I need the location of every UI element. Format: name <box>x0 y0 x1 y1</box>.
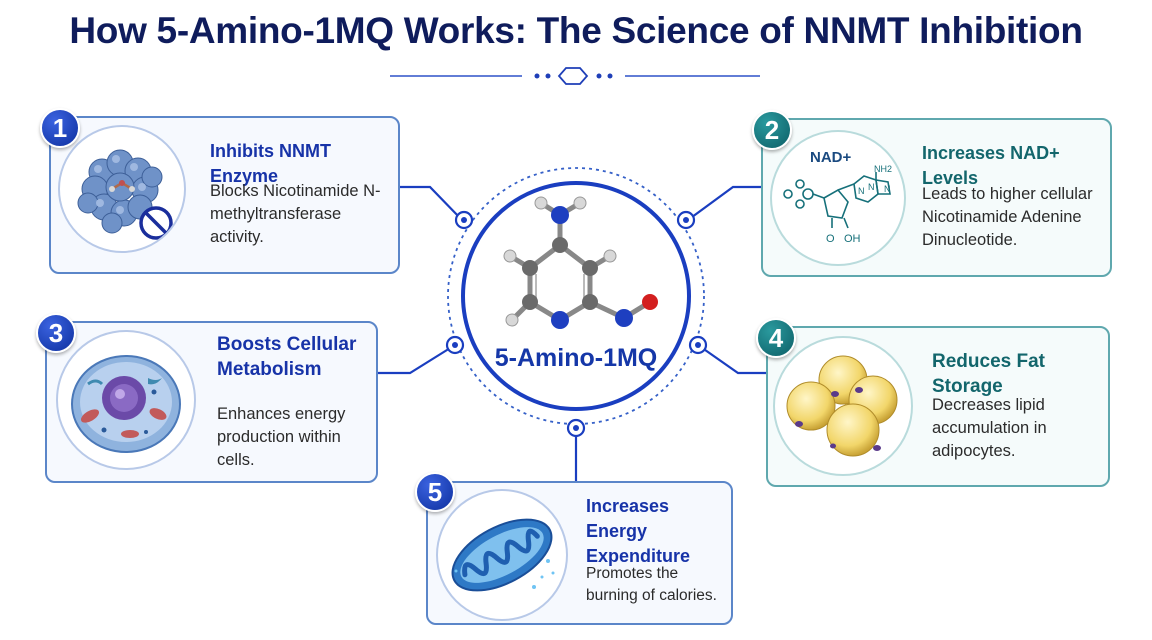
card-1-description: Blocks Nicotinamide N-methyltransferase … <box>210 182 381 246</box>
nad-molecule-icon: NAD+ NH2 O OH N N N <box>783 149 892 245</box>
card-1-image <box>58 125 186 253</box>
svg-text:N: N <box>868 182 875 192</box>
card-4-description: Decreases lipid accumulation in adipocyt… <box>932 396 1047 460</box>
fat-cells-icon <box>786 355 898 457</box>
svg-text:N: N <box>858 186 865 196</box>
svg-text:N: N <box>884 184 891 194</box>
connector-2 <box>687 185 762 221</box>
card-4-image <box>773 336 913 476</box>
step-number-1: 1 <box>40 108 80 148</box>
center-dashed-ring <box>447 167 705 425</box>
page-title: How 5-Amino-1MQ Works: The Science of NN… <box>69 10 1083 51</box>
title-divider <box>390 67 760 85</box>
card-3-image <box>56 330 196 470</box>
step-number-2: 2 <box>752 110 792 150</box>
connector-4 <box>697 344 766 375</box>
step-number-3: 3 <box>36 313 76 353</box>
card-2-title: Increases NAD+ Levels <box>922 143 1060 188</box>
svg-text:O: O <box>826 233 835 245</box>
cell-icon <box>71 355 181 453</box>
card-2-description: Leads to higher cellular Nicotinamide Ad… <box>922 185 1093 249</box>
connector-1 <box>400 185 463 221</box>
center-compound-label: 5-Amino-1MQ <box>494 344 658 372</box>
step-number-5: 5 <box>415 472 455 512</box>
card-1-title: Inhibits NNMT Enzyme <box>210 141 331 186</box>
molecule-structure-icon <box>503 196 658 329</box>
card-5-description: Promotes the burning of calories. <box>586 565 717 604</box>
nad-label: NAD+ <box>810 149 851 166</box>
connector-3 <box>378 344 456 375</box>
svg-text:OH: OH <box>844 233 861 245</box>
card-4-title: Reduces Fat Storage <box>932 351 1045 397</box>
mitochondria-icon <box>451 518 555 592</box>
card-5-image <box>436 489 568 621</box>
svg-text:NH2: NH2 <box>874 164 892 174</box>
card-3-description: Enhances energy production within cells. <box>217 405 346 469</box>
card-2-image: NAD+ NH2 O OH N N N <box>770 130 906 266</box>
protein-inhibition-icon <box>77 149 173 240</box>
card-5-title: Increases Energy Expenditure <box>586 496 691 566</box>
step-number-4: 4 <box>756 318 796 358</box>
center-ring <box>461 181 691 411</box>
card-3-title: Boosts Cellular Metabolism <box>217 334 357 380</box>
